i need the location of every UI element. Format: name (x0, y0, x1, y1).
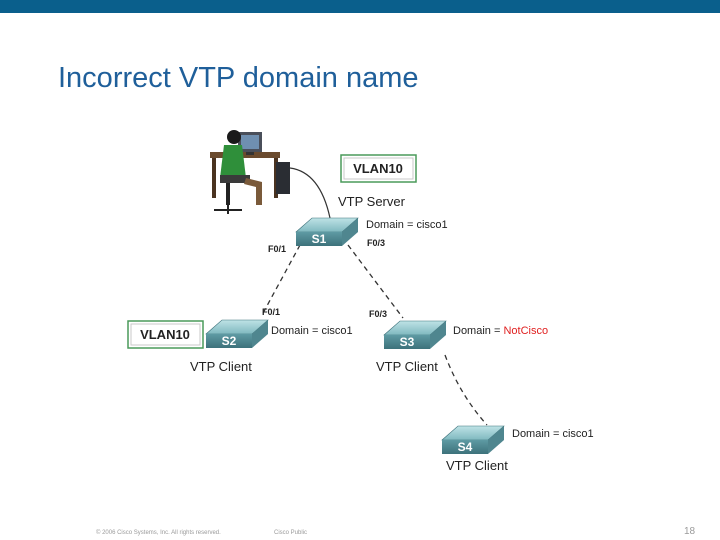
s3-domain-label: Domain = NotCisco (453, 325, 548, 337)
workstation-icon (210, 130, 290, 214)
port-s2-f01: F0/1 (262, 307, 280, 317)
link-s1-s3 (347, 244, 404, 319)
port-s1-f01: F0/1 (268, 244, 286, 254)
top-accent-bar (0, 0, 720, 13)
switch-s1-label: S1 (312, 232, 327, 246)
vlan-label-s2: VLAN10 (140, 327, 190, 342)
port-s3-f03: F0/3 (369, 309, 387, 319)
slide-title: Incorrect VTP domain name (58, 62, 419, 94)
footer-classification: Cisco Public (274, 530, 308, 536)
footer-copyright: © 2006 Cisco Systems, Inc. All rights re… (96, 530, 221, 536)
switch-s4-label: S4 (458, 440, 473, 454)
vlan-box-s1: VLAN10 (340, 154, 417, 183)
s2-domain-label: Domain = cisco1 (271, 325, 353, 337)
links (261, 167, 488, 426)
vlan-box-s2: VLAN10 (127, 320, 204, 349)
s3-domain-mismatch: NotCisco (503, 325, 548, 337)
port-s1-f03: F0/3 (367, 238, 385, 248)
switch-s2[interactable]: S2 (205, 319, 269, 348)
link-s3-s4 (444, 354, 488, 426)
s4-role-label: VTP Client (446, 458, 508, 473)
s2-role-label: VTP Client (190, 359, 252, 374)
link-s1-s2 (261, 244, 301, 316)
link-pc-s1 (289, 167, 331, 219)
vlan-label-s1: VLAN10 (353, 161, 403, 176)
switch-s3-label: S3 (400, 335, 415, 349)
s3-role-label: VTP Client (376, 359, 438, 374)
switch-s4[interactable]: S4 (441, 425, 505, 454)
s4-domain-label: Domain = cisco1 (512, 428, 594, 440)
switch-s1[interactable]: S1 (295, 217, 359, 246)
page-number: 18 (684, 526, 696, 537)
switch-s2-label: S2 (222, 334, 237, 348)
switch-s3[interactable]: S3 (383, 320, 447, 349)
s1-domain-label: Domain = cisco1 (366, 219, 448, 231)
s1-role-label: VTP Server (338, 194, 406, 209)
